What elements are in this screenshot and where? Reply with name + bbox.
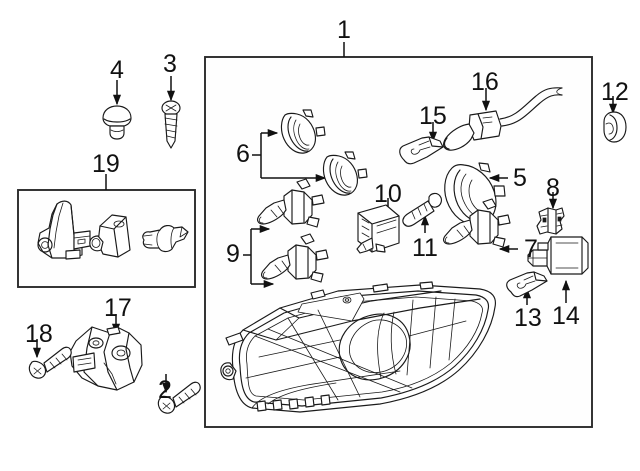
bulb-socket <box>527 236 589 275</box>
halogen-bulb-single <box>443 198 511 248</box>
callout-label-19: 19 <box>92 150 120 178</box>
leveling-motor <box>356 204 400 254</box>
callout-label-17: 17 <box>104 294 132 322</box>
bracket-screw <box>28 346 72 379</box>
callout-label-6: 6 <box>236 140 250 168</box>
halogen-bulb-b <box>261 233 329 283</box>
callout-label-12: 12 <box>601 78 629 106</box>
wedge-bulb <box>399 136 444 165</box>
callout-label-14: 14 <box>552 302 580 330</box>
callout-label-8: 8 <box>546 174 560 202</box>
halogen-bulb-a <box>257 178 325 228</box>
callout-label-15: 15 <box>419 102 447 130</box>
callout-label-18: 18 <box>25 320 53 348</box>
callout-label-2: 2 <box>158 376 172 404</box>
headlamp-bulb-pair <box>257 178 329 283</box>
bulb-cap-pair <box>280 109 368 196</box>
repair-kit-retainer <box>142 224 189 253</box>
bulb-cap-a <box>280 109 326 154</box>
screw-lower <box>157 381 201 414</box>
signal-bulb <box>506 271 548 298</box>
headlamp-assembly <box>220 281 496 413</box>
grommet-plug <box>102 105 132 140</box>
callout-label-5: 5 <box>513 164 527 192</box>
callout-label-16: 16 <box>471 68 499 96</box>
callout-label-4: 4 <box>110 56 124 84</box>
callout-label-13: 13 <box>514 304 542 332</box>
repair-kit-clip <box>89 214 131 258</box>
tapping-screw <box>161 100 181 149</box>
callout-label-3: 3 <box>163 50 177 78</box>
headlamp-bracket <box>69 326 143 391</box>
callout-label-1: 1 <box>337 16 351 44</box>
callout-label-10: 10 <box>374 180 402 208</box>
wire-clip <box>536 207 565 235</box>
callout-label-7: 7 <box>524 235 538 263</box>
callout-label-11: 11 <box>412 234 438 262</box>
rubber-cap <box>603 111 627 143</box>
bulb-cap-b <box>322 151 368 196</box>
adjusting-screw <box>402 192 442 227</box>
connector-harness <box>443 87 563 151</box>
repair-kit-contents <box>37 200 189 260</box>
leader-lines <box>32 42 618 394</box>
callout-label-9: 9 <box>226 240 240 268</box>
